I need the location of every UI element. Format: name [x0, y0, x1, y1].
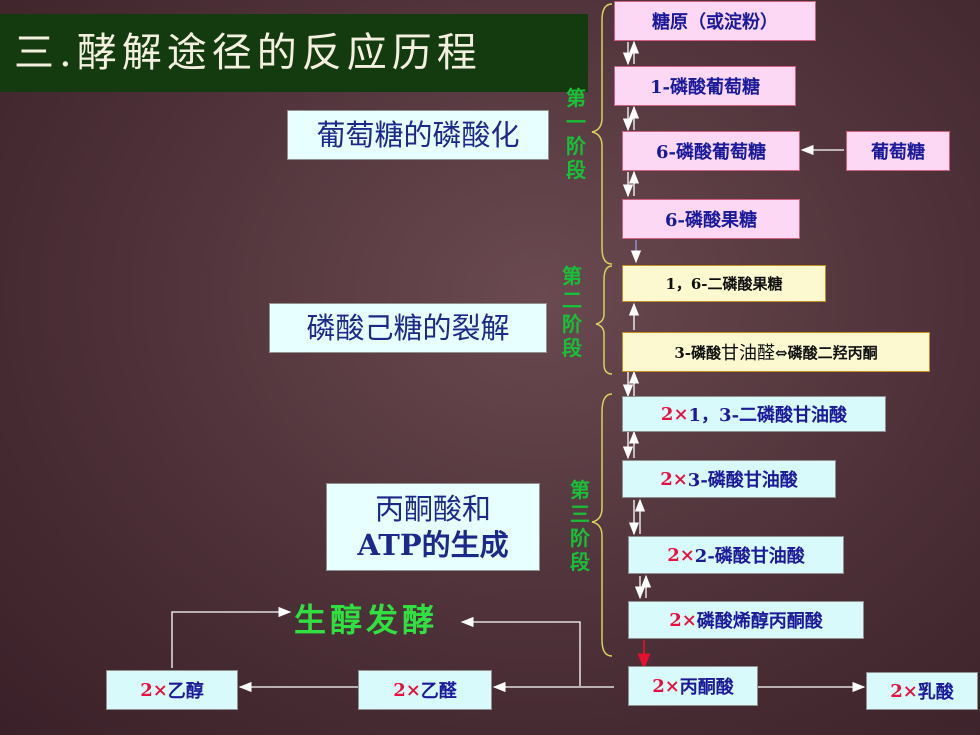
- acetaldehyde-box: 2×乙醛: [358, 670, 492, 710]
- pyruvate-box: 2×丙酮酸: [628, 666, 758, 706]
- bisphosphoglycerate-box: 2×1，3-二磷酸甘油酸: [622, 396, 886, 432]
- ethanol-box: 2×乙醇: [106, 670, 238, 710]
- stage2-vertical-label: 第二阶段: [562, 264, 582, 360]
- fermentation-label: 生醇发酵: [294, 601, 439, 639]
- title-banner: [0, 14, 588, 92]
- stage1-vertical-label: 第一阶段: [566, 86, 586, 182]
- 3-phosphoglycerate-box: 2×3-磷酸甘油酸: [622, 460, 836, 498]
- lactate-box: 2×乳酸: [866, 672, 978, 710]
- fructose-6-phosphate-box: 6-磷酸果糖: [622, 199, 800, 239]
- stage3-label: 丙酮酸和 ATP的生成: [326, 483, 540, 571]
- fructose-bisphosphate-box: 1，6-二磷酸果糖: [622, 265, 826, 302]
- triose-phosphate-box: 3-磷酸甘油醛⇔磷酸二羟丙酮: [622, 332, 930, 372]
- page-title: 三.酵解途径的反应历程: [14, 30, 482, 76]
- stage3-label-line2: ATP的生成: [357, 528, 509, 562]
- stage1-label: 葡萄糖的磷酸化: [287, 110, 549, 160]
- stage3-label-line1: 丙酮酸和: [374, 491, 491, 526]
- stage2-label: 磷酸己糖的裂解: [269, 303, 547, 353]
- glucose-1-phosphate-box: 1-磷酸葡萄糖: [614, 66, 796, 106]
- stage3-vertical-label: 第三阶段: [570, 478, 590, 574]
- glucose-6-phosphate-box: 6-磷酸葡萄糖: [622, 131, 800, 171]
- glucose-box: 葡萄糖: [846, 131, 950, 171]
- glycogen-box: 糖原（或淀粉）: [614, 1, 816, 41]
- 2-phosphoglycerate-box: 2×2-磷酸甘油酸: [628, 536, 844, 574]
- phosphoenolpyruvate-box: 2×磷酸烯醇丙酮酸: [628, 601, 864, 639]
- stage2-brace: [595, 265, 613, 375]
- stage3-brace: [591, 393, 613, 657]
- stage1-brace: [591, 3, 613, 265]
